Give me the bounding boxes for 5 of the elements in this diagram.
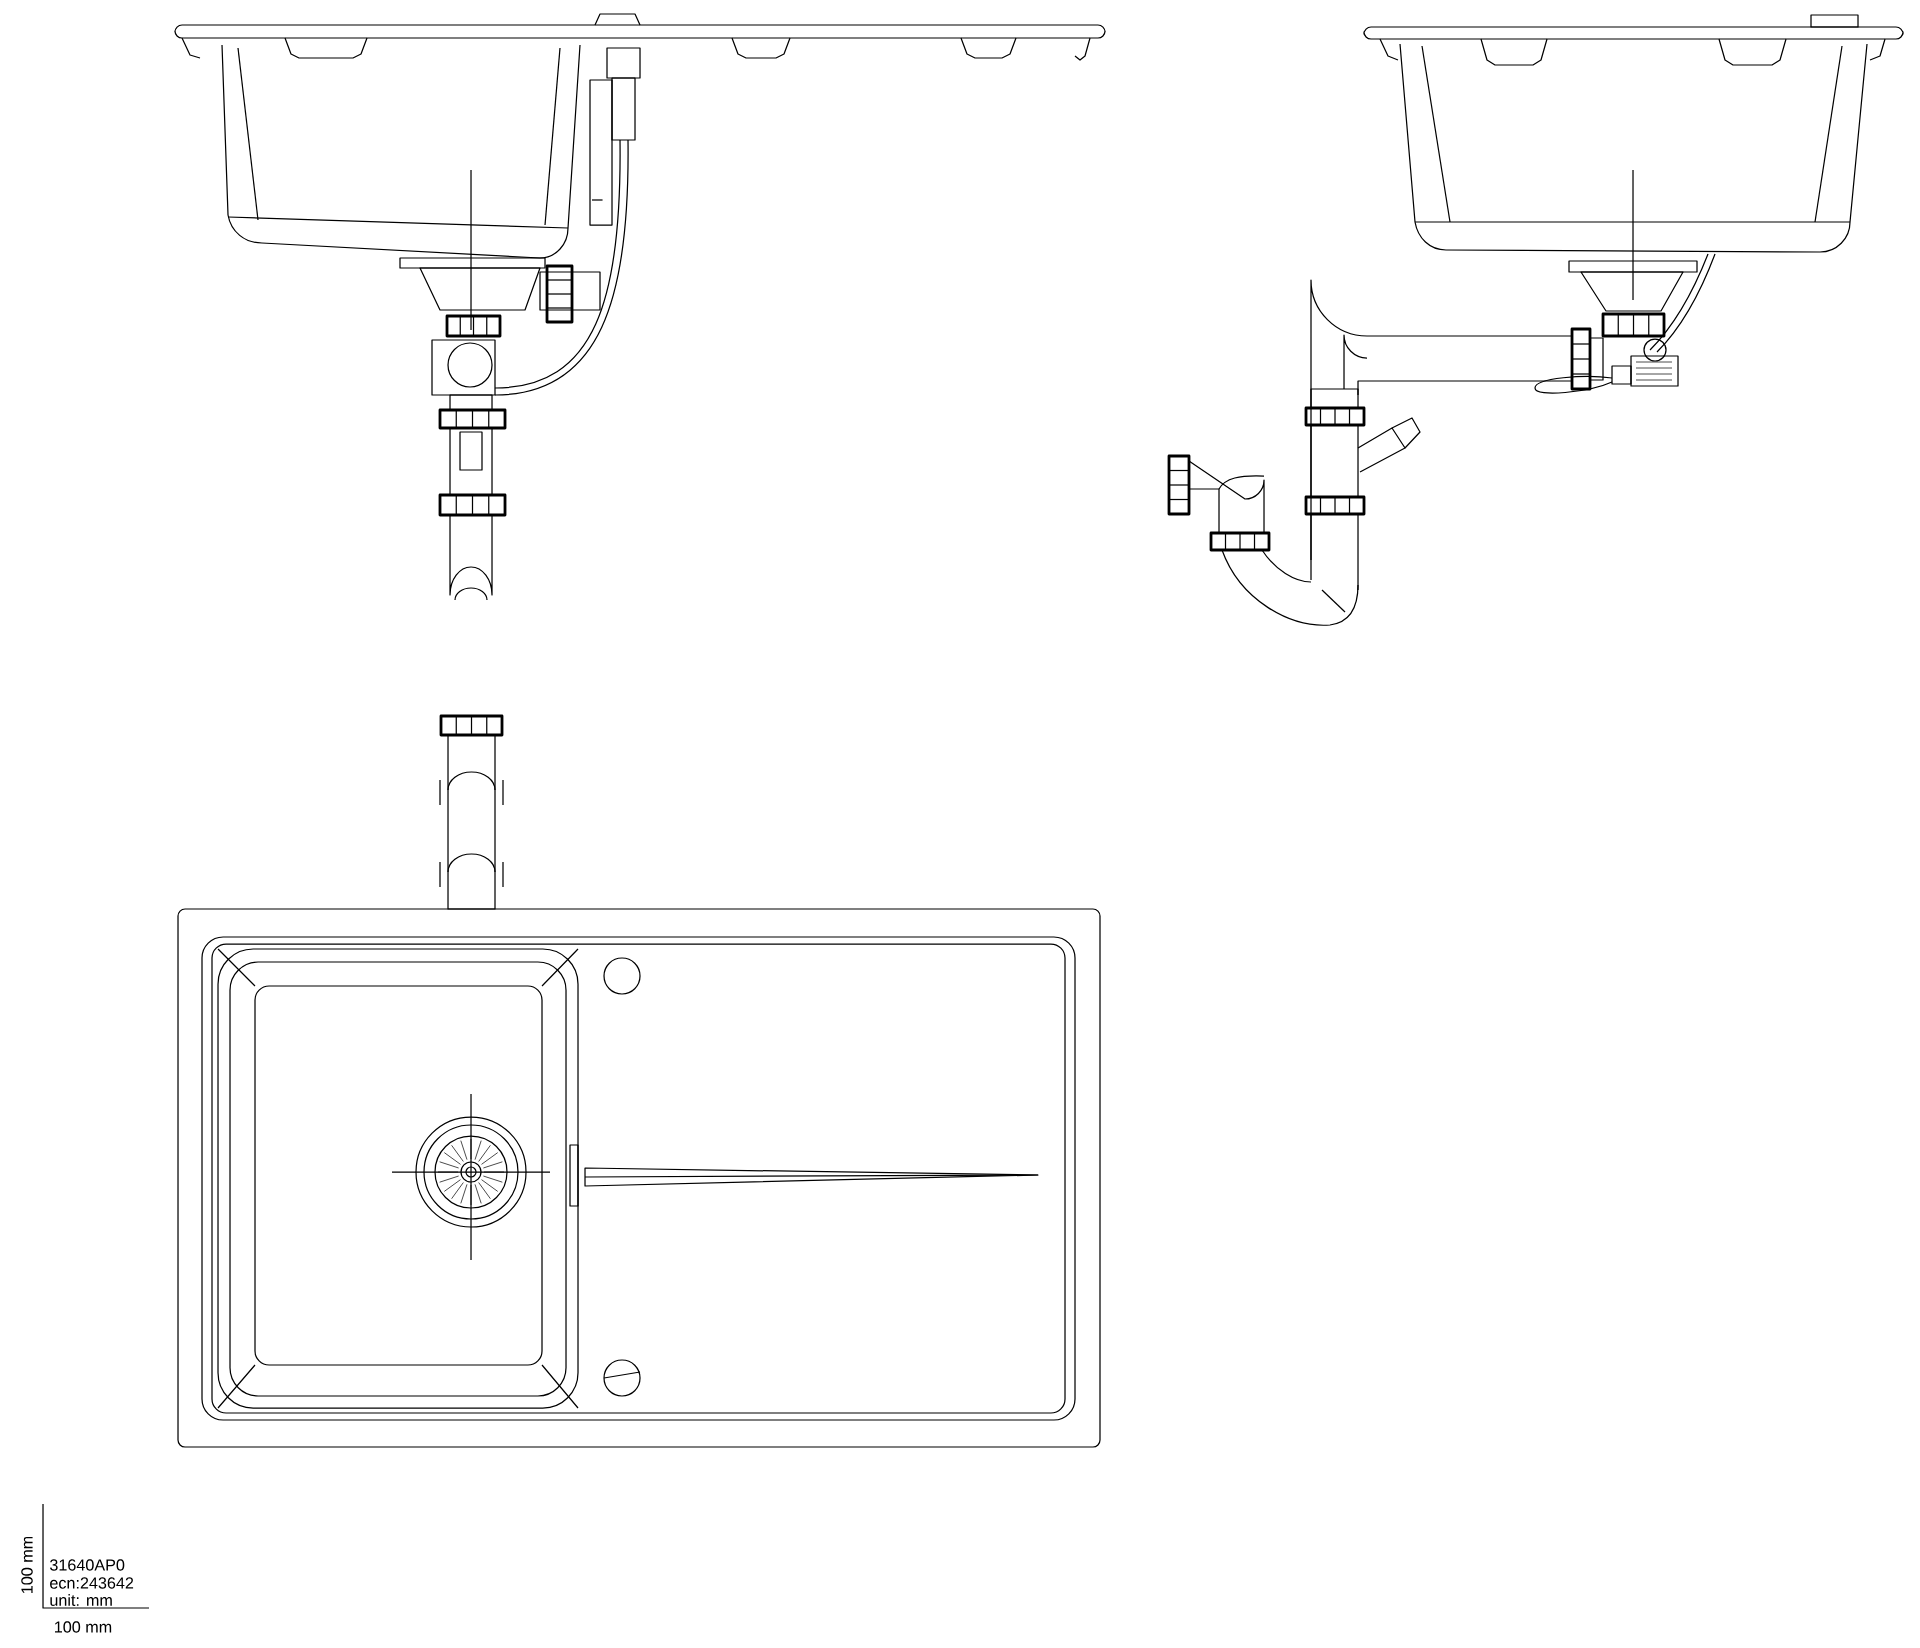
dimension-text: 100 mm: [55, 1621, 112, 1633]
dimension-text: 100 mm: [21, 1536, 33, 1593]
info-text: unit: mm: [50, 1594, 112, 1606]
info-text: 31640AP0: [50, 1559, 125, 1571]
info-text: ecn:243642: [50, 1577, 134, 1589]
